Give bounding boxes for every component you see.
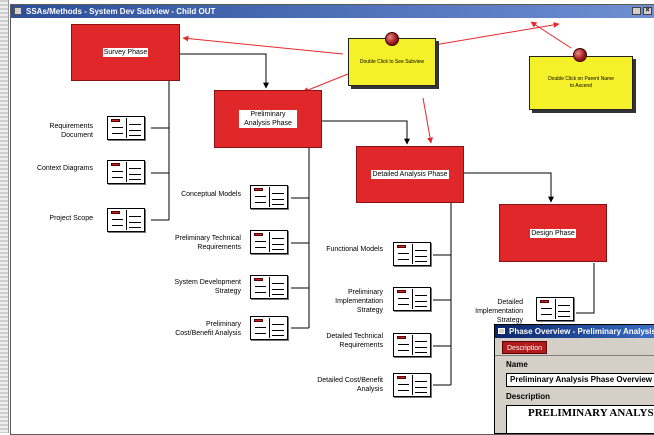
name-field[interactable]: Preliminary Analysis Phase Overview xyxy=(506,373,654,387)
phase-overview-tabs: Description xyxy=(495,338,654,356)
survey-phase-box[interactable]: Survey Phase xyxy=(71,24,180,81)
phase-overview-title: Phase Overview - Preliminary Analysis xyxy=(509,327,654,336)
flow-preliminary-to-detailed xyxy=(321,120,410,145)
diagram-window: SSAs/Methods - System Dev Subview - Chil… xyxy=(10,4,654,435)
doc-label-conceptual-models: Conceptual Models xyxy=(181,191,241,198)
doc-label-detailed-implementation-strategy: Detailed Implementation Strategy xyxy=(475,299,523,324)
doc-label-functional-models: Functional Models xyxy=(326,246,383,253)
design-phase-label: Design Phase xyxy=(530,228,576,238)
document-icon[interactable] xyxy=(107,160,145,184)
document-icon[interactable] xyxy=(393,373,431,397)
detailed-analysis-phase-box[interactable]: Detailed Analysis Phase xyxy=(356,146,464,203)
note-pointer-preliminary xyxy=(302,73,349,93)
document-icon[interactable] xyxy=(250,185,288,209)
dialog-icon xyxy=(498,328,505,334)
flow-detailed-docs xyxy=(433,203,452,386)
doc-label-system-development-strategy: System Development Strategy xyxy=(174,279,241,295)
preliminary-analysis-phase-label: Preliminary Analysis Phase xyxy=(239,110,297,128)
window-title: SSAs/Methods - System Dev Subview - Chil… xyxy=(26,7,216,16)
document-icon[interactable] xyxy=(107,116,145,140)
tab-description[interactable]: Description xyxy=(502,341,548,354)
note-pointer-survey xyxy=(182,35,344,55)
document-icon[interactable] xyxy=(250,275,288,299)
pushpin-icon xyxy=(385,32,399,46)
document-icon[interactable] xyxy=(250,230,288,254)
flow-survey-to-preliminary xyxy=(179,53,269,89)
description-label: Description xyxy=(506,392,551,401)
note-pointer-ascend xyxy=(530,21,572,49)
document-icon[interactable] xyxy=(393,242,431,266)
flow-survey-docs xyxy=(151,81,170,221)
doc-label-requirements-document: Requirements Document xyxy=(49,123,93,139)
subview-note-text: Double Click to See Subview xyxy=(359,58,425,65)
phase-overview-dialog: Phase Overview - Preliminary Analysis De… xyxy=(494,324,654,434)
connector-layer xyxy=(151,21,595,386)
note-pointer-detailed xyxy=(422,97,434,144)
ascend-note-text: Double Click on Parent Name to Ascend xyxy=(548,76,614,89)
pushpin-icon xyxy=(573,48,587,62)
name-label: Name xyxy=(506,360,528,369)
doc-label-detailed-technical-requirements: Detailed Technical Requirements xyxy=(326,333,383,349)
close-button[interactable]: × xyxy=(643,7,652,15)
doc-label-project-scope: Project Scope xyxy=(49,215,93,222)
ascend-note[interactable]: Double Click on Parent Name to Ascend xyxy=(529,56,633,110)
window-edge-strip xyxy=(0,0,9,433)
document-icon[interactable] xyxy=(393,287,431,311)
document-icon[interactable] xyxy=(393,333,431,357)
title-bar[interactable]: SSAs/Methods - System Dev Subview - Chil… xyxy=(11,5,654,18)
document-icon[interactable] xyxy=(107,208,145,232)
doc-label-preliminary-implementation-strategy: Preliminary Implementation Strategy xyxy=(335,289,383,314)
detailed-analysis-phase-label: Detailed Analysis Phase xyxy=(371,170,449,179)
diagram-canvas: Survey Phase Preliminary Analysis Phase … xyxy=(11,18,654,434)
doc-label-preliminary-cost-benefit-analysis: Preliminary Cost/Benefit Analysis xyxy=(175,321,241,337)
window-icon xyxy=(14,7,22,15)
doc-label-detailed-cost-benefit-analysis: Detailed Cost/Benefit Analysis xyxy=(317,377,383,393)
phase-overview-title-bar[interactable]: Phase Overview - Preliminary Analysis xyxy=(495,325,654,338)
document-icon[interactable] xyxy=(536,297,574,321)
preliminary-analysis-phase-box[interactable]: Preliminary Analysis Phase xyxy=(214,90,322,148)
minimize-button[interactable] xyxy=(632,7,641,15)
doc-label-context-diagrams: Context Diagrams xyxy=(36,165,93,172)
doc-label-preliminary-technical-requirements: Preliminary Technical Requirements xyxy=(174,235,241,251)
subview-note[interactable]: Double Click to See Subview xyxy=(348,38,436,86)
flow-design-docs xyxy=(576,263,595,314)
design-phase-box[interactable]: Design Phase xyxy=(499,204,607,262)
document-icon[interactable] xyxy=(250,316,288,340)
survey-phase-label: Survey Phase xyxy=(102,48,149,57)
flow-preliminary-docs xyxy=(291,148,310,329)
flow-detailed-to-design xyxy=(463,172,554,203)
description-field[interactable]: PRELIMINARY ANALYSIS xyxy=(506,405,654,433)
